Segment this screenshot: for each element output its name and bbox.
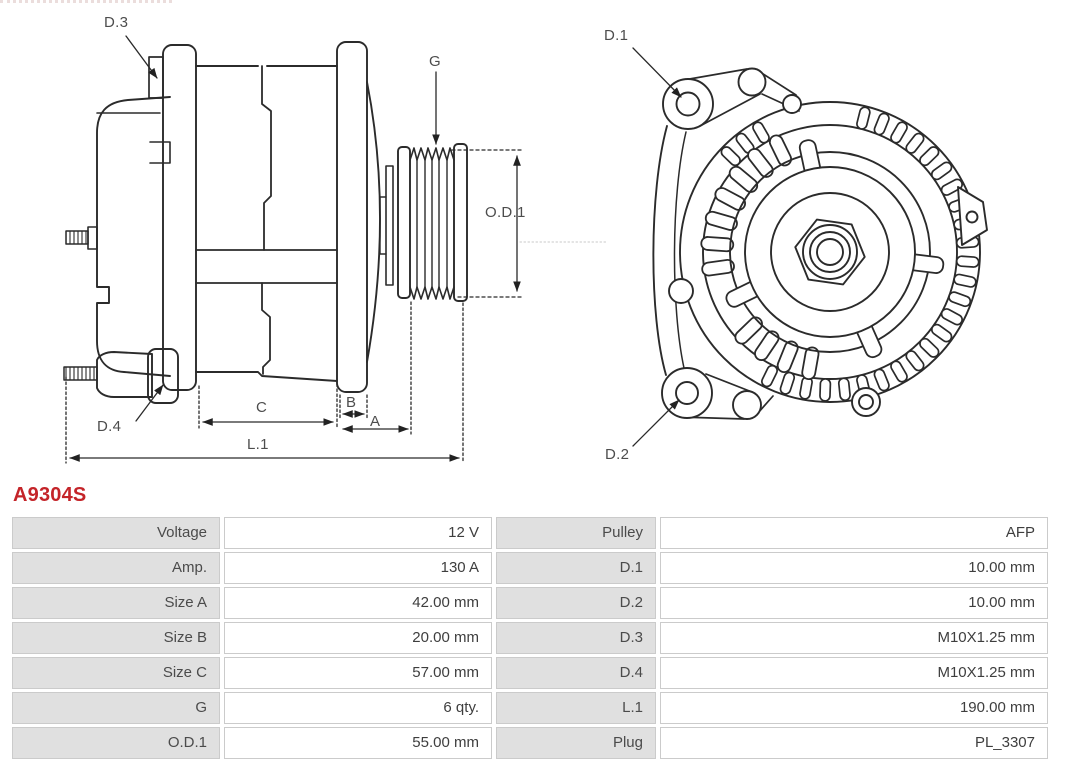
spec-value-cell: 12 V (224, 517, 492, 549)
dim-label-od1: O.D.1 (485, 204, 526, 221)
side-view-dimension-lines (65, 35, 607, 464)
spec-value-cell: 57.00 mm (224, 657, 492, 689)
spec-value-cell: 190.00 mm (660, 692, 1048, 724)
dim-label-d4: D.4 (97, 418, 122, 435)
spec-label-cell: Pulley (496, 517, 656, 549)
spec-label-cell: Voltage (12, 517, 220, 549)
dim-label-d1: D.1 (604, 27, 629, 44)
spec-label-cell: G (12, 692, 220, 724)
dim-label-b: B (346, 394, 357, 411)
spec-label-cell: Amp. (12, 552, 220, 584)
front-view-dimension-lines (632, 47, 682, 447)
spec-value-cell: 55.00 mm (224, 727, 492, 759)
spec-label-cell: D.2 (496, 587, 656, 619)
spec-label-cell: D.1 (496, 552, 656, 584)
spec-row: Size A 42.00 mm D.2 10.00 mm (12, 587, 1048, 619)
spec-row: Size B 20.00 mm D.3 M10X1.25 mm (12, 622, 1048, 654)
spec-row: O.D.1 55.00 mm Plug PL_3307 (12, 727, 1048, 759)
dim-label-a: A (370, 413, 381, 430)
spec-value-cell: 10.00 mm (660, 552, 1048, 584)
dim-label-g: G (429, 53, 441, 70)
technical-drawing-svg (63, 35, 988, 464)
cropped-page-fragment (0, 0, 172, 8)
spec-row: Amp. 130 A D.1 10.00 mm (12, 552, 1048, 584)
spec-label-cell: D.4 (496, 657, 656, 689)
spec-label-cell: Size A (12, 587, 220, 619)
spec-value-cell: 130 A (224, 552, 492, 584)
spec-value-cell: PL_3307 (660, 727, 1048, 759)
spec-value-cell: 10.00 mm (660, 587, 1048, 619)
dim-label-c: C (256, 399, 268, 416)
spec-value-cell: 20.00 mm (224, 622, 492, 654)
dim-label-d3: D.3 (104, 14, 129, 31)
side-view-drawing (63, 41, 468, 404)
front-view-drawing (652, 67, 988, 420)
spec-value-cell: 6 qty. (224, 692, 492, 724)
spec-value-cell: M10X1.25 mm (660, 622, 1048, 654)
spec-value-cell: 42.00 mm (224, 587, 492, 619)
spec-value-cell: AFP (660, 517, 1048, 549)
spec-label-cell: Size C (12, 657, 220, 689)
spec-value-cell: M10X1.25 mm (660, 657, 1048, 689)
spec-label-cell: L.1 (496, 692, 656, 724)
spec-table: Voltage 12 V Pulley AFP Amp. 130 A D.1 1… (8, 514, 1052, 762)
spec-label-cell: O.D.1 (12, 727, 220, 759)
dim-label-l1: L.1 (247, 436, 269, 453)
spec-row: Voltage 12 V Pulley AFP (12, 517, 1048, 549)
spec-row: Size C 57.00 mm D.4 M10X1.25 mm (12, 657, 1048, 689)
spec-label-cell: Plug (496, 727, 656, 759)
dim-label-d2: D.2 (605, 446, 630, 463)
part-number: A9304S (13, 484, 87, 506)
spec-label-cell: D.3 (496, 622, 656, 654)
alternator-technical-drawing: D.3 G O.D.1 D.4 C B A L.1 D.1 D.2 (63, 14, 988, 464)
spec-label-cell: Size B (12, 622, 220, 654)
spec-row: G 6 qty. L.1 190.00 mm (12, 692, 1048, 724)
